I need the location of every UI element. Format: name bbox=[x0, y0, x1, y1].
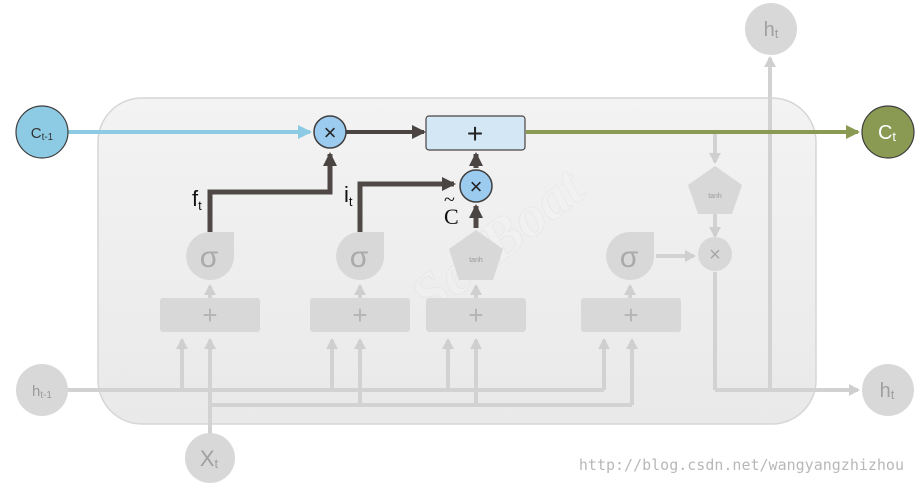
input-gate-label: it bbox=[344, 182, 353, 209]
candidate-label-tilde: ~ bbox=[444, 189, 455, 211]
h-out-right-main: h bbox=[880, 380, 891, 402]
url-watermark: http://blog.csdn.net/wangyangzhizhou bbox=[579, 456, 904, 474]
c-next-node: Ct bbox=[861, 105, 915, 159]
sigma-gate-forget bbox=[186, 232, 234, 280]
tanh-gate-candidate bbox=[449, 230, 503, 280]
output-multiply-node bbox=[698, 237, 732, 271]
forget-gate-label: ft bbox=[192, 186, 202, 213]
tanh-label-output: tanh bbox=[708, 193, 722, 200]
x-input-node: Xt bbox=[185, 433, 235, 483]
h-out-right-node: ht bbox=[862, 364, 914, 416]
gate-sum-plus-output: + bbox=[623, 300, 638, 330]
c-next-sub: t bbox=[892, 129, 896, 144]
active-gate-paths bbox=[207, 152, 483, 232]
svg-text:ht-1: ht-1 bbox=[32, 383, 52, 401]
candidate-label: C bbox=[444, 204, 459, 229]
h-out-top-main: h bbox=[764, 19, 775, 41]
h-out-top-sub: t bbox=[775, 26, 779, 41]
x-input-main: X bbox=[200, 446, 215, 471]
sigma-gate-input bbox=[336, 232, 384, 280]
cell-update-add-symbol: + bbox=[467, 118, 483, 149]
gate-sum-box-output bbox=[581, 298, 681, 332]
tanh-label-candidate: tanh bbox=[469, 257, 483, 264]
svg-text:Xt: Xt bbox=[200, 446, 219, 471]
input-multiply-symbol: × bbox=[470, 174, 483, 199]
gate-sum-box-input bbox=[310, 298, 410, 332]
sigma-gate-output bbox=[606, 232, 654, 280]
tanh-gate-output bbox=[688, 166, 742, 214]
sigma-symbol-forget: σ bbox=[200, 241, 219, 274]
h-out-top-node: ht bbox=[745, 3, 797, 55]
c-prev-main: C bbox=[31, 125, 42, 142]
sigma-symbol-output: σ bbox=[620, 241, 639, 274]
h-prev-sub: t-1 bbox=[40, 390, 52, 401]
forget-multiply-symbol: × bbox=[324, 120, 337, 145]
input-multiply-node bbox=[459, 169, 493, 203]
cell-update-add-box bbox=[425, 115, 526, 151]
h-out-right-sub: t bbox=[891, 387, 895, 402]
sigma-symbol-input: σ bbox=[350, 241, 369, 274]
svg-text:Ct-1: Ct-1 bbox=[31, 125, 54, 143]
svg-text:ht: ht bbox=[764, 19, 779, 41]
forget-multiply-node bbox=[313, 115, 347, 149]
h-prev-main: h bbox=[32, 383, 40, 400]
input-wiring bbox=[66, 56, 860, 436]
h-prev-node: ht-1 bbox=[16, 364, 68, 416]
gate-sum-box-forget bbox=[160, 298, 260, 332]
c-prev-sub: t-1 bbox=[42, 132, 54, 143]
gate-sum-box-candidate bbox=[426, 298, 526, 332]
output-multiply-symbol: × bbox=[709, 244, 721, 266]
c-prev-node: Ct-1 bbox=[15, 105, 69, 159]
gate-sum-plus-forget: + bbox=[202, 300, 217, 330]
c-next-main: C bbox=[878, 122, 892, 144]
x-input-sub: t bbox=[215, 456, 219, 471]
svg-text:ht: ht bbox=[880, 380, 895, 402]
gate-sum-plus-candidate: + bbox=[468, 300, 483, 330]
svg-text:Ct: Ct bbox=[878, 122, 896, 144]
gate-sum-plus-input: + bbox=[352, 300, 367, 330]
